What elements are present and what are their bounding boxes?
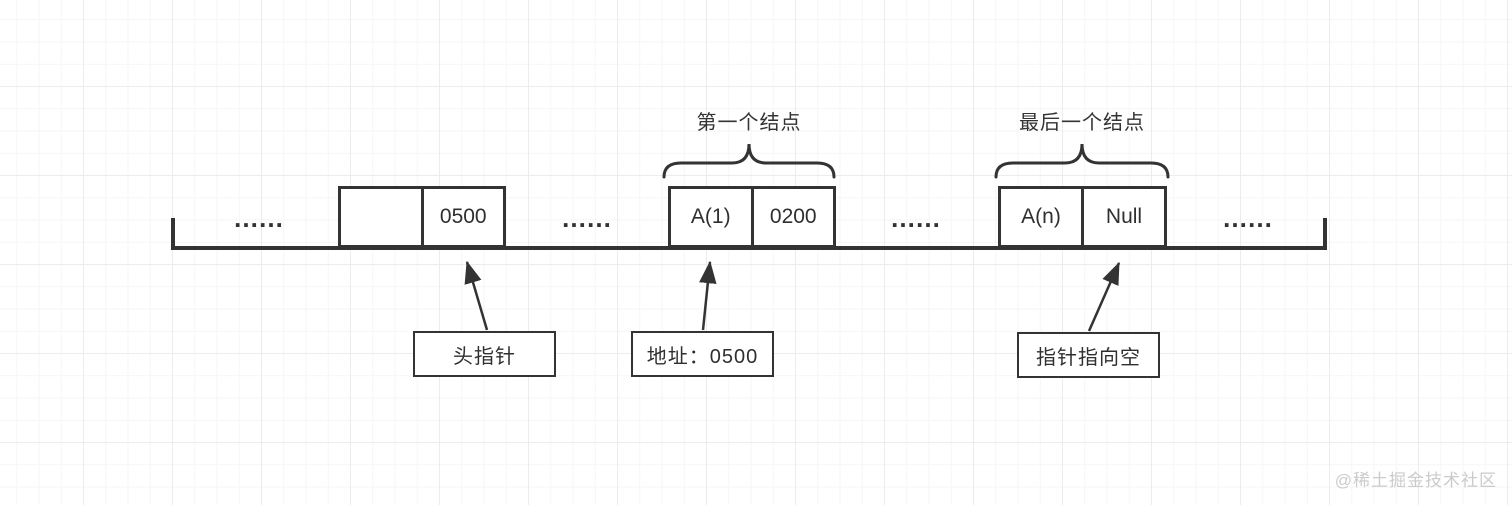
head-node-box: 0500 xyxy=(338,186,506,248)
ellipsis-mid-right: …… xyxy=(890,203,941,233)
head-pointer-arrow xyxy=(464,260,489,331)
ellipsis-left: …… xyxy=(233,203,284,233)
null-pointer-callout: 指针指向空 xyxy=(1017,332,1160,378)
ellipsis-right: …… xyxy=(1222,203,1273,233)
memory-line xyxy=(171,218,1327,250)
first-node-pointer-cell: 0200 xyxy=(750,189,834,245)
head-pointer-callout: 头指针 xyxy=(413,331,556,377)
last-node-brace xyxy=(994,143,1170,179)
null-pointer-arrow xyxy=(1087,261,1121,332)
head-node-pointer-cell: 0500 xyxy=(420,189,504,245)
first-node-title: 第一个结点 xyxy=(696,112,802,134)
watermark: @稀土掘金技术社区 xyxy=(1334,471,1497,490)
last-node-box: A(n) Null xyxy=(998,186,1167,248)
ellipsis-mid-left: …… xyxy=(561,203,612,233)
first-node-address-callout: 地址：0500 xyxy=(631,331,774,377)
first-node-data-cell: A(1) xyxy=(690,205,731,228)
first-node-box: A(1) 0200 xyxy=(668,186,836,248)
head-node-data-cell xyxy=(341,189,421,245)
last-node-title: 最后一个结点 xyxy=(1019,112,1145,134)
last-node-data-cell: A(n) xyxy=(1021,205,1061,228)
first-node-address-arrow xyxy=(699,260,717,331)
last-node-pointer-cell: Null xyxy=(1081,189,1164,245)
first-node-brace xyxy=(662,143,836,179)
